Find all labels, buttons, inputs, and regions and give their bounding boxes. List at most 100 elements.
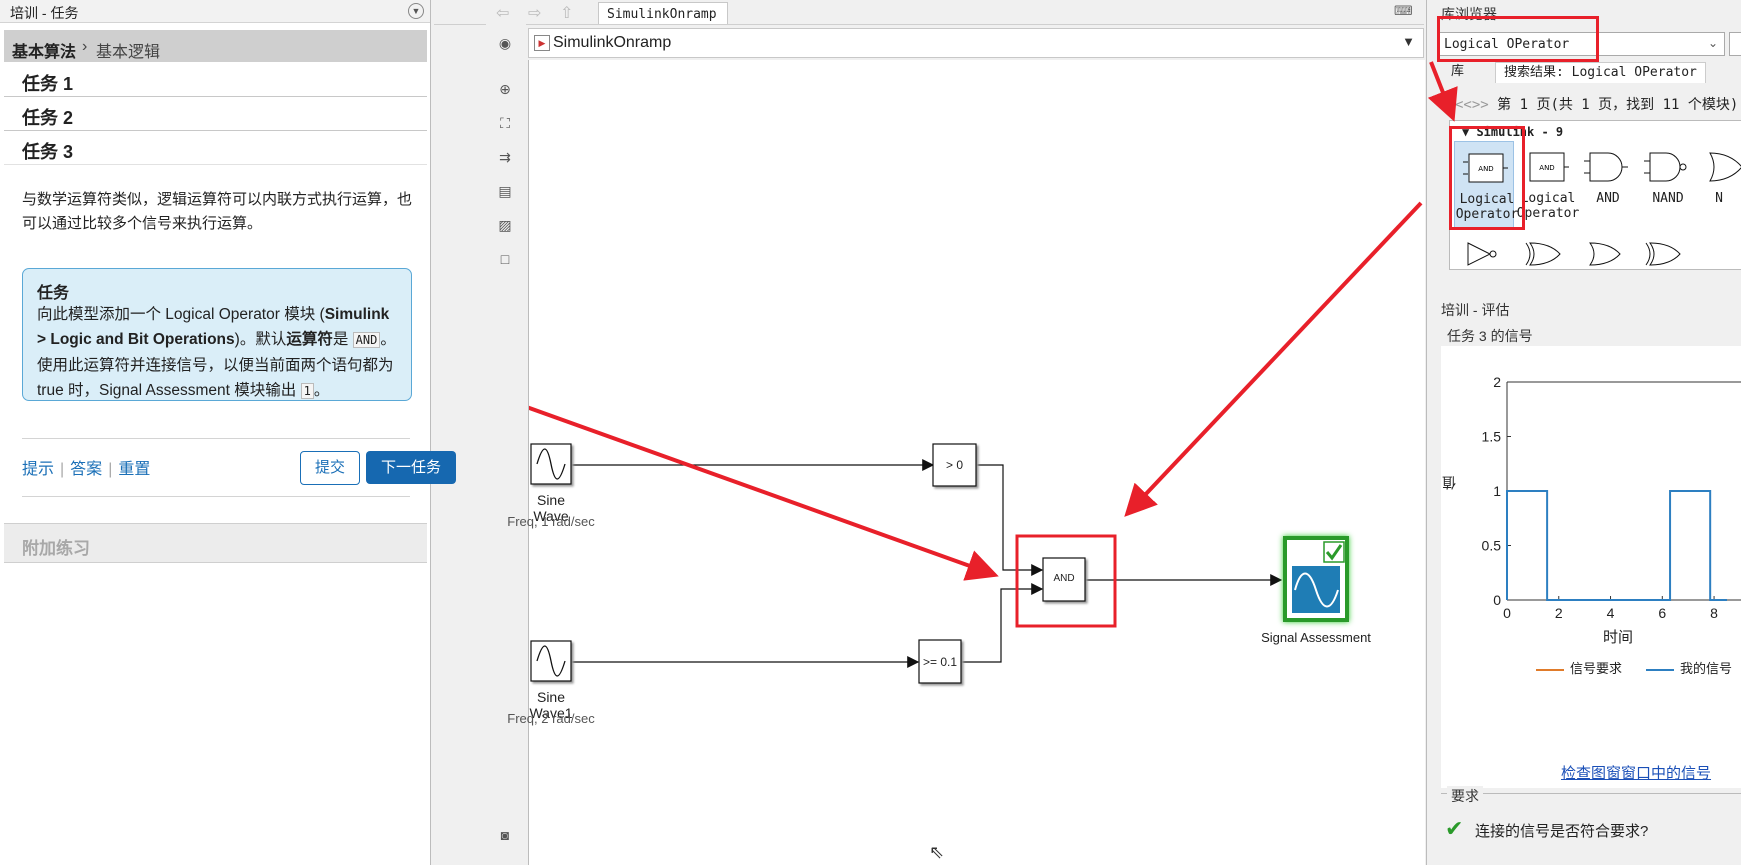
y-tick-label: 1 — [1493, 483, 1501, 499]
result-nor-partial[interactable]: N — [1696, 141, 1741, 229]
reset-link[interactable]: 重置 — [118, 461, 151, 478]
library-search-input[interactable]: Logical OPerator ⌄ — [1439, 32, 1725, 56]
panel-menu-chevron-icon[interactable]: ▼ — [408, 3, 424, 19]
forward-arrow-icon[interactable]: ⇨ — [528, 5, 542, 22]
tab-search-results[interactable]: 搜索结果: Logical OPerator — [1495, 62, 1706, 83]
breadcrumb-course[interactable]: 基本算法 — [12, 44, 77, 61]
annotation-arrow-search-to-result — [1427, 61, 1458, 122]
zoom-icon[interactable]: ⊕ — [499, 81, 511, 97]
x-tick-label: 0 — [1503, 605, 1511, 621]
keyboard-icon[interactable]: ⌨ — [1394, 3, 1413, 18]
signal-assessment-name: Signal Assessment — [1261, 630, 1371, 645]
submit-button[interactable]: 提交 — [300, 451, 360, 485]
legend-mine-swatch — [1646, 668, 1674, 671]
sine-wave1-name: Sine Wave1 — [529, 689, 573, 721]
area-icon[interactable]: □ — [500, 251, 510, 267]
evaluation-title: 培训 - 评估 — [1441, 302, 1510, 318]
tab-simulinkonramp[interactable]: SimulinkOnramp — [598, 2, 728, 24]
route-lines-icon[interactable]: ⇉ — [499, 149, 511, 165]
task-1-header[interactable]: 任务 1 — [4, 64, 427, 97]
nand-gate-icon — [1644, 152, 1687, 182]
task-instruction-box: 任务 向此模型添加一个 Logical Operator 模块 (Simulin… — [22, 268, 412, 401]
task-box-text: 向此模型添加一个 Logical Operator 模块 (Simulink >… — [37, 306, 396, 399]
task-links: 提示|答案|重置 — [22, 461, 151, 478]
editor-tabs-bar: ⇦ ⇨ ⇧ SimulinkOnramp ⌨ — [434, 0, 1424, 25]
svg-text:AND: AND — [1539, 164, 1554, 172]
search-dropdown-chevron-icon[interactable]: ⌄ — [1707, 36, 1718, 50]
mouse-cursor-icon: ⇖ — [929, 842, 945, 862]
plot-xlabel: 时间 — [1603, 629, 1634, 646]
right-panel: 库浏览器 Logical OPerator ⌄ 库 搜索结果: Logical … — [1426, 0, 1741, 865]
x-tick-label: 2 — [1555, 605, 1563, 621]
series-line-my-signal — [1506, 490, 1727, 601]
camera-icon[interactable]: ◙ — [500, 827, 510, 843]
not-gate-icon[interactable] — [1467, 242, 1497, 266]
code-one: 1 — [300, 383, 314, 399]
x-tick-label: 4 — [1607, 605, 1615, 621]
model-address-bar[interactable]: ▶ SimulinkOnramp ▼ — [528, 28, 1424, 58]
line-cmp1-to-and — [977, 464, 1044, 576]
fit-to-view-icon[interactable]: ⛶ — [500, 115, 510, 131]
plot-ylabel: 值 — [1441, 476, 1457, 490]
logical-operator-icon: AND — [1529, 152, 1569, 182]
y-tick-label: 0.5 — [1482, 538, 1502, 554]
y-tick-label: 0 — [1493, 592, 1501, 608]
legend-mine: 我的信号 — [1646, 658, 1732, 677]
search-options-button[interactable] — [1729, 32, 1741, 56]
sine-wave-param: Freq, 1 rad/sec — [507, 514, 595, 529]
annotation-arrow-from-library — [1124, 201, 1423, 517]
page-info-row: <<>> 第 1 页(共 1 页，找到 11 个模块) — [1455, 94, 1738, 114]
sine-wave1-param: Freq, 2 rad/sec — [507, 711, 595, 726]
compare-gt0-block[interactable] — [932, 443, 977, 487]
signal-assessment-block[interactable] — [1283, 536, 1349, 622]
compare-gt0-label: > 0 — [945, 458, 963, 472]
result-and[interactable]: AND — [1576, 141, 1636, 229]
page-info-text: 第 1 页(共 1 页，找到 11 个模块) — [1497, 97, 1739, 113]
xnor-gate-icon[interactable] — [1645, 242, 1681, 266]
model-canvas[interactable]: Sine Wave Freq, 1 rad/sec Sine Wave1 Fre… — [507, 60, 1425, 865]
xor-gate-icon[interactable] — [1525, 242, 1561, 266]
hide-browser-icon[interactable]: ◉ — [498, 35, 512, 51]
code-and: AND — [352, 332, 381, 348]
highlight-search-box — [1437, 16, 1599, 62]
image-icon[interactable]: ▨ — [498, 217, 512, 233]
sine-wave-name: Sine Wave — [533, 492, 569, 524]
annotation-arrow-from-task — [529, 405, 999, 581]
result-logical-operator-2[interactable]: AND Logical Operator — [1516, 141, 1579, 229]
answer-link[interactable]: 答案 — [70, 461, 103, 478]
page-nav-arrows[interactable]: <<>> — [1455, 97, 1489, 113]
result-logical-operator-1[interactable]: AND Logical Operator — [1454, 141, 1518, 229]
hint-link[interactable]: 提示 — [22, 461, 55, 478]
and-block[interactable] — [1042, 557, 1086, 602]
sine-wave1-block[interactable] — [530, 640, 572, 682]
y-tick-label: 1.5 — [1482, 429, 1502, 445]
check-figure-link[interactable]: 检查图窗窗口中的信号 — [1561, 765, 1712, 782]
or-gate-icon[interactable] — [1589, 242, 1621, 266]
back-arrow-icon[interactable]: ⇦ — [496, 5, 510, 22]
check-mark-icon: ✔ — [1445, 816, 1464, 841]
and-block-label: AND — [1053, 573, 1075, 584]
compare-ge01-block[interactable] — [918, 639, 962, 684]
up-arrow-icon[interactable]: ⇧ — [560, 5, 574, 22]
logical-operator-icon: AND — [1463, 153, 1508, 183]
task-panel-title: 培训 - 任务 — [10, 5, 79, 21]
highlight-first-result — [1449, 126, 1525, 230]
result-nand[interactable]: NAND — [1636, 141, 1696, 229]
tab-library[interactable]: 库 — [1451, 64, 1465, 79]
model-icon: ▶ — [534, 35, 550, 51]
compare-ge01-label: >= 0.1 — [922, 655, 958, 669]
extra-practice-section[interactable]: 附加练习 — [4, 523, 427, 563]
address-dropdown-icon[interactable]: ▼ — [1402, 34, 1415, 49]
training-task-panel: 培训 - 任务 ▼ 基本算法 › 基本逻辑 任务 1 任务 2 任务 3 与数学… — [0, 0, 456, 865]
and-gate-icon — [1584, 152, 1628, 182]
breadcrumb: 基本算法 › 基本逻辑 — [4, 30, 427, 62]
task-2-header[interactable]: 任务 2 — [4, 98, 427, 131]
model-address: SimulinkOnramp — [553, 34, 672, 51]
task-3-header[interactable]: 任务 3 — [4, 132, 427, 165]
next-task-button[interactable]: 下一任务 — [366, 451, 456, 484]
sine-wave-block[interactable] — [530, 443, 572, 485]
annotation-icon[interactable]: ▤ — [498, 183, 512, 199]
nor-gate-icon — [1709, 152, 1741, 182]
